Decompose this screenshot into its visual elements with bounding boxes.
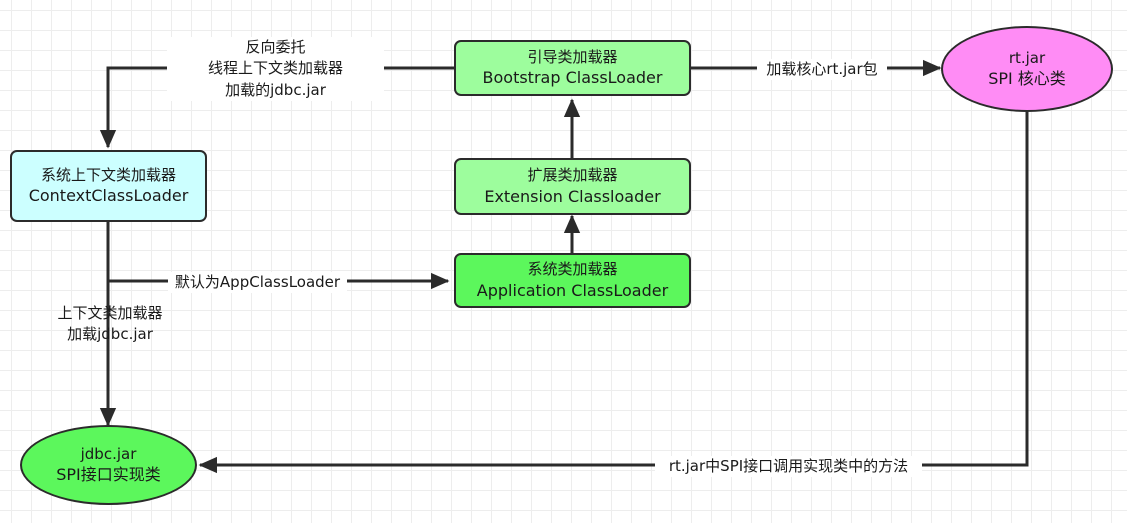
edge-label-default-appclassloader-line1: 默认为AppClassLoader <box>174 273 341 291</box>
node-rt-jar-line2: SPI 核心类 <box>988 69 1066 89</box>
node-bootstrap-classloader[interactable]: 引导类加载器 Bootstrap ClassLoader <box>454 40 691 96</box>
edge-label-spi-invoke-impl-line1: rt.jar中SPI接口调用实现类中的方法 <box>668 457 909 475</box>
edge-label-load-core-rtjar-line1: 加载核心rt.jar包 <box>766 60 878 78</box>
edge-label-reverse-delegation-line3: 加载的jdbc.jar <box>225 80 326 99</box>
edge-label-reverse-delegation-line1: 反向委托 <box>245 38 306 56</box>
node-application-classloader-line2: Application ClassLoader <box>476 280 669 300</box>
edge-label-reverse-delegation: 反向委托 线程上下文类加载器 加载的jdbc.jar <box>167 37 384 101</box>
edge-label-default-appclassloader: 默认为AppClassLoader <box>168 272 347 294</box>
node-rt-jar-line1: rt.jar <box>1008 48 1046 67</box>
edge-label-context-load-jdbc: 上下文类加载器 加载jdbc.jar <box>40 303 180 346</box>
edge-label-reverse-delegation-line2: 线程上下文类加载器 <box>207 59 343 78</box>
node-extension-classloader[interactable]: 扩展类加载器 Extension Classloader <box>454 158 691 215</box>
edge-label-spi-invoke-impl: rt.jar中SPI接口调用实现类中的方法 <box>655 456 922 478</box>
node-extension-classloader-line2: Extension Classloader <box>484 186 661 206</box>
node-jdbc-jar-line1: jdbc.jar <box>80 444 137 463</box>
node-jdbc-jar-line2: SPI接口实现类 <box>56 465 161 485</box>
edge-label-load-core-rtjar: 加载核心rt.jar包 <box>757 59 887 81</box>
node-application-classloader[interactable]: 系统类加载器 Application ClassLoader <box>454 253 691 308</box>
node-context-classloader-line1: 系统上下文类加载器 <box>40 165 176 184</box>
node-application-classloader-line1: 系统类加载器 <box>527 260 618 279</box>
edge-rtjar-to-jdbcjar <box>198 112 1029 474</box>
edge-label-context-load-jdbc-line2: 加载jdbc.jar <box>67 325 153 344</box>
node-context-classloader-line2: ContextClassLoader <box>28 186 189 206</box>
node-jdbc-jar[interactable]: jdbc.jar SPI接口实现类 <box>20 425 197 505</box>
node-context-classloader[interactable]: 系统上下文类加载器 ContextClassLoader <box>10 150 207 222</box>
edge-label-context-load-jdbc-line1: 上下文类加载器 <box>57 304 163 322</box>
node-rt-jar[interactable]: rt.jar SPI 核心类 <box>941 26 1113 112</box>
node-bootstrap-classloader-line2: Bootstrap ClassLoader <box>482 68 663 88</box>
node-extension-classloader-line1: 扩展类加载器 <box>527 166 618 185</box>
node-bootstrap-classloader-line1: 引导类加载器 <box>527 47 618 66</box>
